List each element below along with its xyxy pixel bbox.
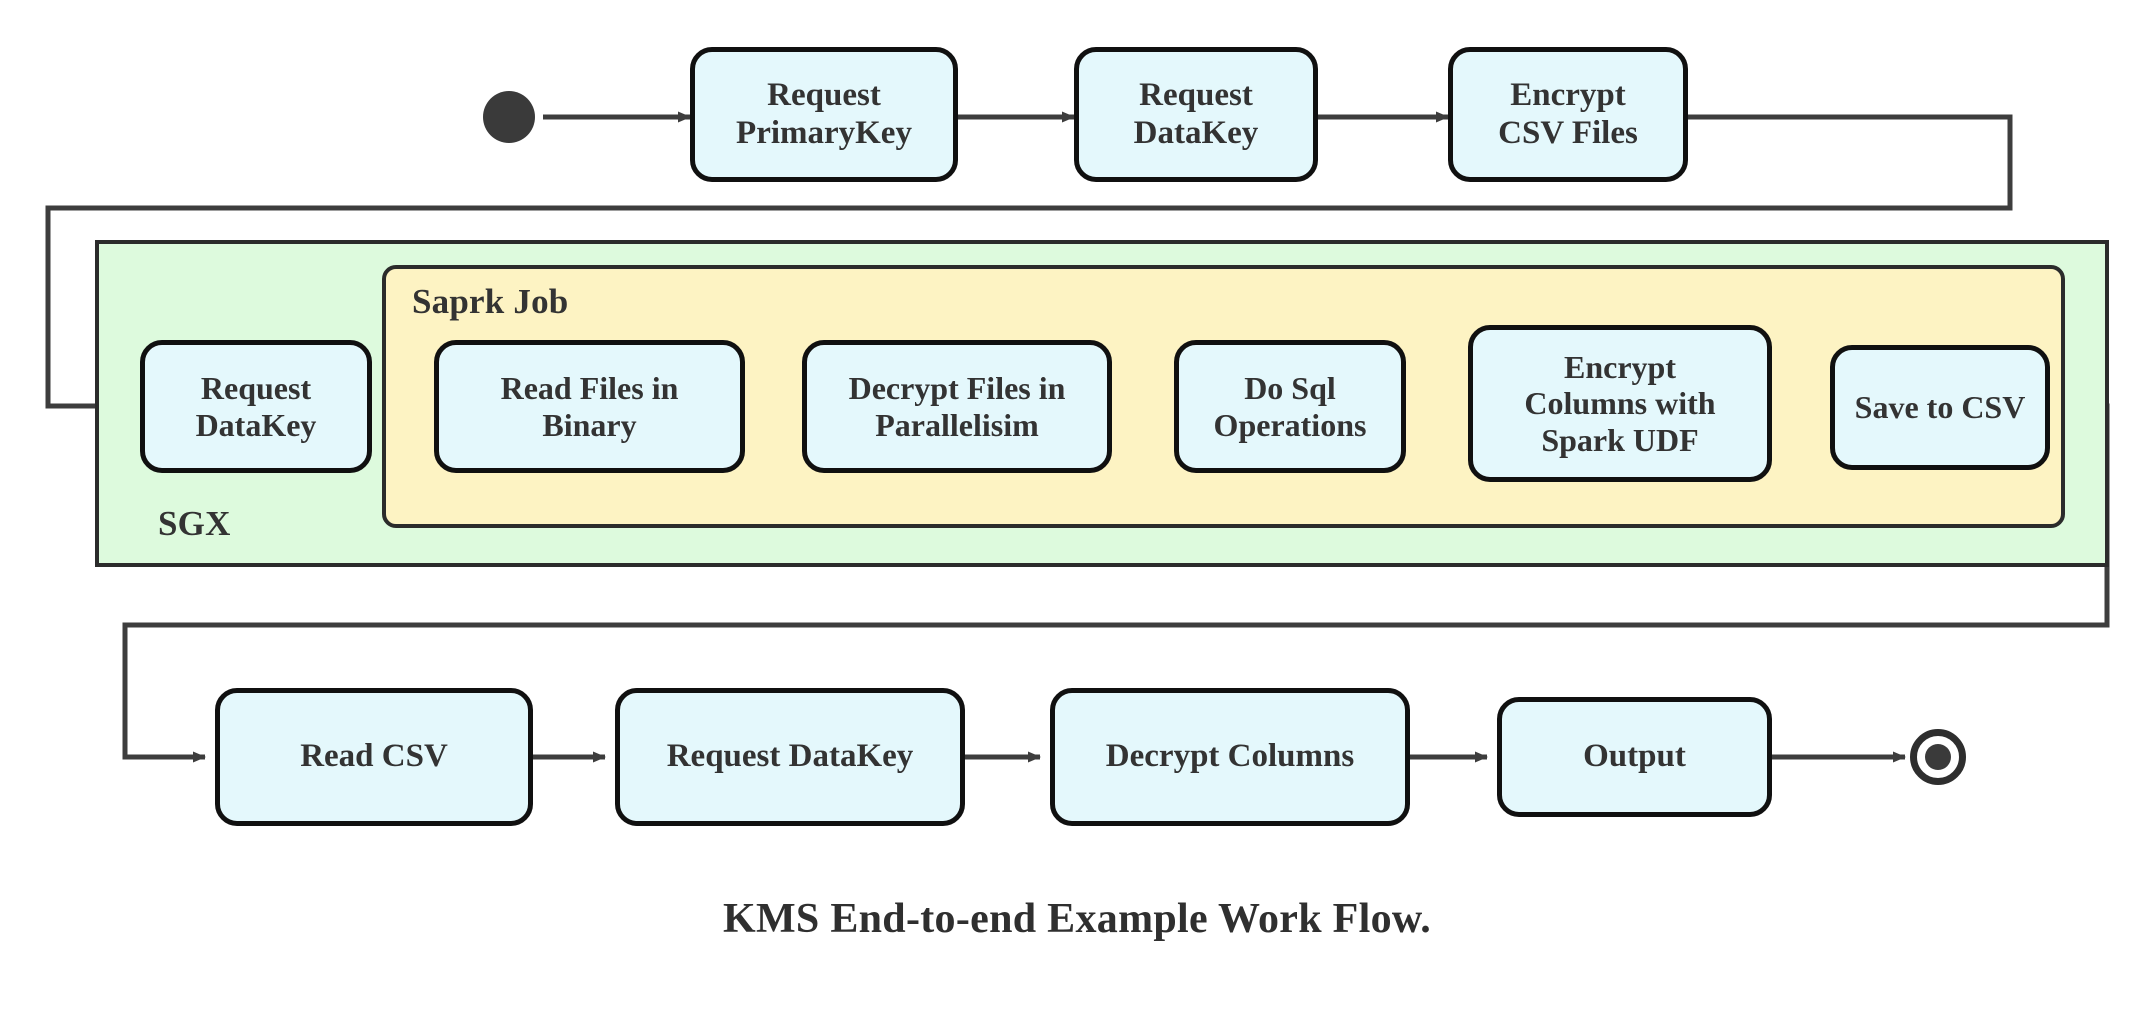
node-label: Read CSV — [300, 738, 448, 775]
node-encrypt-csv-files[interactable]: Encrypt CSV Files — [1448, 47, 1688, 182]
node-label: Request PrimaryKey — [736, 76, 912, 151]
node-read-csv[interactable]: Read CSV — [215, 688, 533, 826]
node-label: Do Sql Operations — [1213, 370, 1367, 443]
node-label: Decrypt Files in Parallelisim — [848, 370, 1066, 443]
node-request-datakey-sgx[interactable]: Request DataKey — [140, 340, 372, 473]
sgx-label: SGX — [158, 504, 231, 543]
start-node — [483, 91, 535, 143]
node-request-primarykey[interactable]: Request PrimaryKey — [690, 47, 958, 182]
node-decrypt-columns[interactable]: Decrypt Columns — [1050, 688, 1410, 826]
node-read-files-in-binary[interactable]: Read Files in Binary — [434, 340, 745, 473]
node-label: Output — [1583, 738, 1686, 775]
end-node — [1910, 729, 1966, 785]
node-output[interactable]: Output — [1497, 697, 1772, 817]
spark-job-label: Saprk Job — [412, 282, 569, 321]
diagram-caption: KMS End-to-end Example Work Flow. — [722, 896, 1432, 942]
node-label: Decrypt Columns — [1105, 738, 1355, 775]
node-request-datakey-bottom[interactable]: Request DataKey — [615, 688, 965, 826]
node-request-datakey-top[interactable]: Request DataKey — [1074, 47, 1318, 182]
node-decrypt-files-in-parallelisim[interactable]: Decrypt Files in Parallelisim — [802, 340, 1112, 473]
node-label: Request DataKey — [195, 370, 317, 443]
node-label: Request DataKey — [666, 738, 914, 775]
node-save-to-csv[interactable]: Save to CSV — [1830, 345, 2050, 470]
node-label: Request DataKey — [1133, 76, 1259, 151]
node-label: Read Files in Binary — [500, 370, 679, 443]
node-encrypt-columns-with-spark-udf[interactable]: Encrypt Columns with Spark UDF — [1468, 325, 1772, 482]
node-label: Encrypt CSV Files — [1498, 76, 1638, 151]
node-label: Encrypt Columns with Spark UDF — [1524, 348, 1716, 458]
node-label: Save to CSV — [1854, 389, 2026, 426]
node-do-sql-operations[interactable]: Do Sql Operations — [1174, 340, 1406, 473]
